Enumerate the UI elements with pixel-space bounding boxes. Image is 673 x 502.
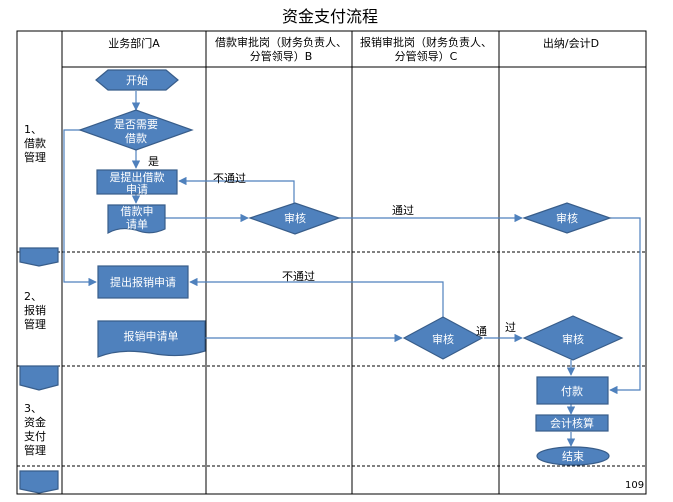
document-loan-form-line1: 借款申 (121, 204, 154, 218)
decision-review-d2 (522, 315, 624, 361)
edge-label-pass-b: 通过 (392, 204, 414, 217)
process-submit-reimb (97, 265, 189, 299)
row-marker-3 (19, 470, 59, 494)
document-reimb-form (97, 320, 206, 358)
decision-need-loan-line2: 借款 (125, 131, 147, 145)
row-label-loan-2: 借款 (24, 136, 46, 150)
end-label: 结束 (562, 450, 584, 463)
process-submit-reimb-label: 提出报销申请 (110, 275, 176, 289)
edge-label-pass-c-2: 过 (505, 321, 516, 334)
edge-label-reject-c: 不通过 (282, 270, 315, 283)
column-header-cashier: 出纳/会计D (543, 36, 599, 50)
process-pay-label: 付款 (561, 384, 583, 398)
document-loan-form (107, 204, 166, 235)
start-node (95, 69, 179, 91)
decision-review-c-label: 审核 (432, 332, 454, 346)
document-loan-form-line2: 请单 (126, 218, 148, 231)
edge-label-reject-b: 不通过 (213, 172, 246, 185)
start-label: 开始 (126, 73, 148, 87)
row-label-pay-3: 支付 (24, 430, 46, 443)
process-accounting (535, 414, 609, 432)
row-label-reimb-1: 2、 (24, 290, 42, 303)
row-label-pay-1: 3、 (24, 402, 42, 415)
row-label-loan-1: 1、 (24, 123, 42, 136)
swimlane-grid (16, 30, 647, 495)
decision-need-loan (78, 109, 194, 151)
process-submit-loan (96, 169, 178, 195)
row-label-loan-3: 管理 (24, 150, 46, 164)
row-label-pay-2: 资金 (24, 415, 46, 429)
edge-label-yes: 是 (148, 155, 159, 168)
column-header-loan-approval-line1: 借款审批岗（财务负责人、 (215, 35, 347, 49)
decision-need-loan-line1: 是否需要 (114, 118, 158, 131)
row-label-reimb-3: 管理 (24, 317, 46, 331)
document-reimb-form-label: 报销申请单 (124, 329, 179, 343)
process-pay (536, 376, 609, 405)
decision-review-d2-label: 审核 (562, 332, 584, 346)
process-submit-loan-line1: 是提出借款 (110, 170, 165, 184)
row-marker-2 (19, 365, 59, 391)
end-node (536, 446, 610, 466)
decision-review-b (248, 202, 341, 235)
column-header-loan-approval-line2: 分管领导）B (250, 49, 313, 63)
column-header-dept-a: 业务部门A (108, 36, 160, 50)
decision-review-c (402, 316, 484, 360)
row-label-pay-4: 管理 (24, 443, 46, 457)
process-accounting-label: 会计核算 (550, 416, 594, 430)
column-header-reimb-approval-line2: 分管领导）C (395, 49, 458, 63)
row-marker-1 (19, 247, 59, 267)
connectors (63, 91, 641, 447)
process-submit-loan-line2: 申请 (126, 183, 148, 196)
edge-label-pass-c-1: 通 (476, 325, 487, 338)
diagram-title: 资金支付流程 (282, 7, 378, 26)
row-label-reimb-2: 报销 (24, 303, 46, 317)
page-number: 109 (625, 480, 644, 491)
column-header-reimb-approval-line1: 报销审批岗（财务负责人、 (360, 35, 492, 49)
decision-review-b-label: 审核 (284, 211, 306, 225)
decision-review-d1-label: 审核 (556, 211, 578, 225)
decision-review-d1 (522, 202, 612, 234)
